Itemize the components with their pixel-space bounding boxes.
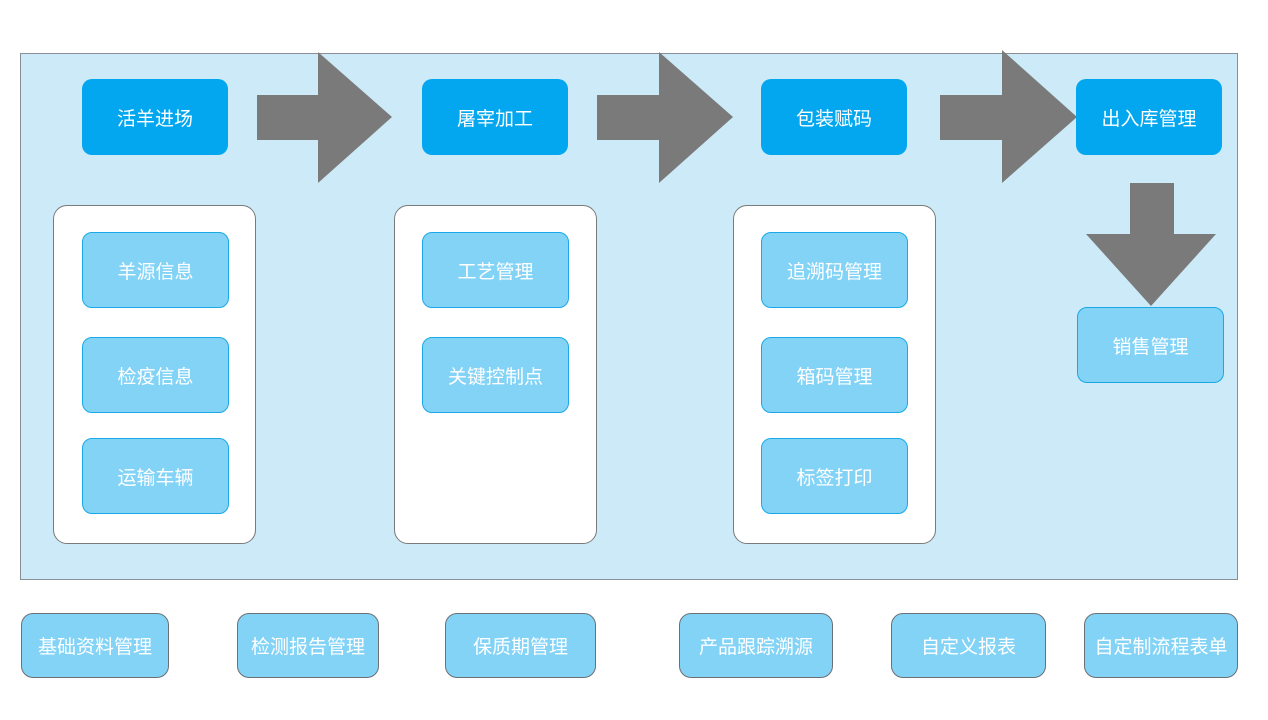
arrow-down bbox=[1086, 183, 1216, 306]
sub-transport-vehicle: 运输车辆 bbox=[82, 438, 229, 514]
module-basic-data: 基础资料管理 bbox=[21, 613, 169, 678]
arrow-right-1 bbox=[257, 52, 392, 183]
sub-sales-management: 销售管理 bbox=[1077, 307, 1224, 383]
sub-label-printing: 标签打印 bbox=[761, 438, 908, 514]
stage-packaging-coding: 包装赋码 bbox=[761, 79, 907, 155]
sub-process-management: 工艺管理 bbox=[422, 232, 569, 308]
arrow-right-3 bbox=[940, 50, 1077, 183]
sub-sheep-source-info: 羊源信息 bbox=[82, 232, 229, 308]
sub-quarantine-info: 检疫信息 bbox=[82, 337, 229, 413]
module-shelf-life: 保质期管理 bbox=[445, 613, 596, 678]
stage-slaughter-processing: 屠宰加工 bbox=[422, 79, 568, 155]
sub-key-control-point: 关键控制点 bbox=[422, 337, 569, 413]
module-custom-workflow-form: 自定制流程表单 bbox=[1084, 613, 1238, 678]
stage-warehouse-management: 出入库管理 bbox=[1076, 79, 1222, 155]
sub-box-code-management: 箱码管理 bbox=[761, 337, 908, 413]
module-test-report: 检测报告管理 bbox=[237, 613, 379, 678]
module-custom-report: 自定义报表 bbox=[891, 613, 1046, 678]
arrow-right-2 bbox=[597, 52, 733, 183]
sub-trace-code-management: 追溯码管理 bbox=[761, 232, 908, 308]
module-product-tracking: 产品跟踪溯源 bbox=[679, 613, 833, 678]
stage-live-sheep-entry: 活羊进场 bbox=[82, 79, 228, 155]
